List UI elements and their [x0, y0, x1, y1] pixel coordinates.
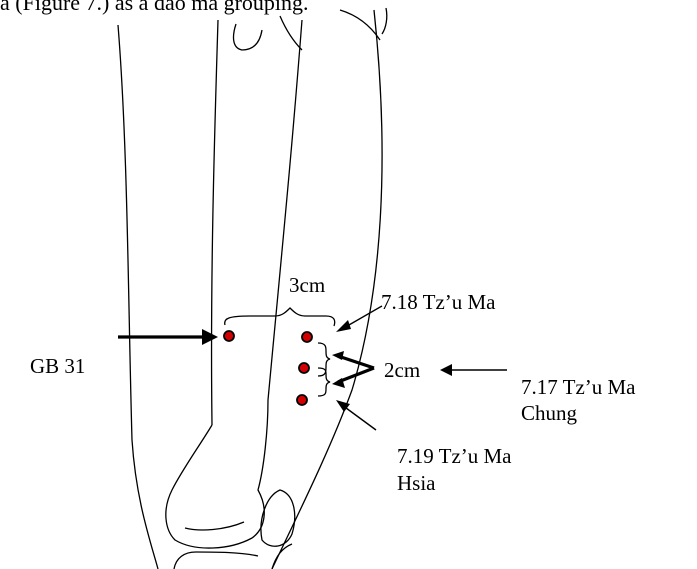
arrow-718 [336, 306, 382, 332]
arrow-gb31 [118, 329, 218, 345]
label-gb31: GB 31 [30, 353, 85, 379]
knee-bones [174, 490, 295, 569]
label-7-17-line1: 7.17 Tz’u Ma [521, 374, 636, 400]
point-gb31 [224, 331, 234, 341]
arrow-2cm [332, 351, 374, 388]
brace-lower-2cm [318, 368, 330, 396]
arrow-717 [440, 364, 507, 376]
label-7-19-line1: 7.19 Tz’u Ma [397, 443, 512, 469]
brace-upper-2cm [318, 343, 330, 376]
label-7-18: 7.18 Tz’u Ma [381, 289, 496, 315]
point-7-19 [297, 395, 307, 405]
point-7-18 [302, 332, 312, 342]
leg-outline [118, 10, 382, 569]
label-2cm: 2cm [384, 357, 420, 383]
femur-bone [166, 8, 387, 548]
label-7-19-line2: Hsia [397, 470, 436, 496]
label-3cm: 3cm [289, 272, 325, 298]
label-7-17-line2: Chung [521, 400, 577, 426]
point-7-17 [299, 363, 309, 373]
bracket-3cm [225, 308, 335, 326]
